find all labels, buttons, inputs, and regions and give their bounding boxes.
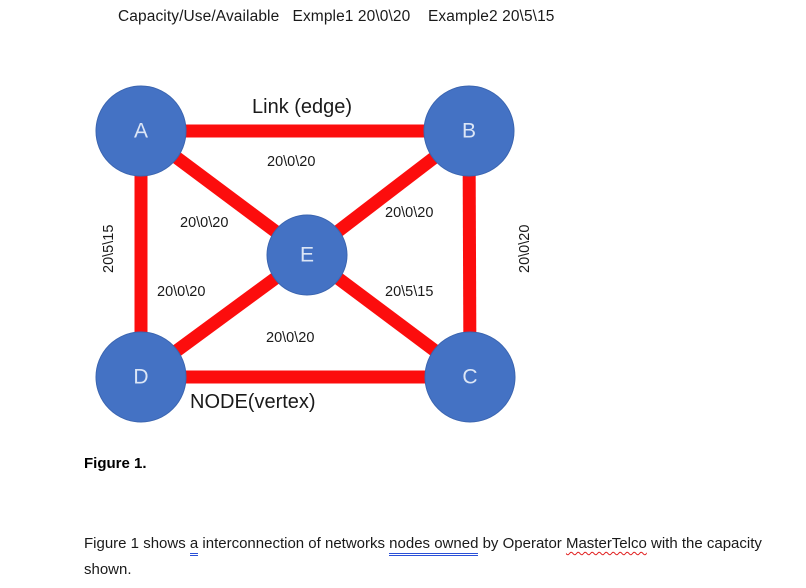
edge-label-d-c: 20\0\20 [266, 330, 315, 346]
node-group: A B C D E [95, 85, 516, 423]
edge-label-d-e: 20\0\20 [157, 284, 206, 300]
edge-label-e-c: 20\5\15 [385, 284, 434, 300]
paragraph-text-part2: interconnection of networks [198, 535, 390, 552]
edge-label-b-c: 20\0\20 [517, 224, 533, 273]
network-diagram: A B C D E Link (edge) NODE(vertex) 20\0\… [0, 60, 806, 440]
node-d[interactable]: D [95, 331, 187, 423]
node-e[interactable]: E [266, 214, 348, 296]
node-e-label: E [300, 244, 314, 267]
body-paragraph: Figure 1 shows a interconnection of netw… [84, 531, 796, 583]
callout-node-vertex: NODE(vertex) [190, 391, 316, 413]
grammar-suggestion-article[interactable]: a [189, 535, 199, 556]
node-b-label: B [462, 120, 476, 143]
node-b-circle[interactable] [423, 85, 515, 177]
capacity-legend-line: Capacity/Use/Available Exmple1 20\0\20 E… [118, 8, 555, 25]
node-d-label: D [133, 366, 148, 389]
edge-label-a-b: 20\0\20 [267, 154, 316, 170]
paragraph-text-part4: with the capacity shown. [84, 535, 762, 578]
node-c-label: C [462, 366, 477, 389]
edge-label-a-d: 20\5\15 [101, 224, 117, 273]
spelling-suggestion-mastertelco[interactable]: MasterTelco [565, 535, 647, 552]
node-a[interactable]: A [95, 85, 187, 177]
node-b[interactable]: B [423, 85, 515, 177]
edge-label-a-e: 20\0\20 [180, 215, 229, 231]
grammar-suggestion-nodes-owned[interactable]: nodes owned [389, 535, 479, 556]
node-a-label: A [134, 120, 148, 143]
node-c-circle[interactable] [424, 331, 516, 423]
node-e-circle[interactable] [266, 214, 348, 296]
node-a-circle[interactable] [95, 85, 187, 177]
figure-caption: Figure 1. [84, 455, 147, 472]
network-graph-svg: A B C D E [95, 85, 516, 423]
callout-link-edge: Link (edge) [252, 96, 353, 118]
paragraph-text-part3: by Operator [478, 535, 566, 552]
edge-label-b-e: 20\0\20 [385, 205, 434, 221]
node-c[interactable]: C [424, 331, 516, 423]
paragraph-text-part1: Figure 1 shows [84, 535, 190, 552]
node-d-circle[interactable] [95, 331, 187, 423]
